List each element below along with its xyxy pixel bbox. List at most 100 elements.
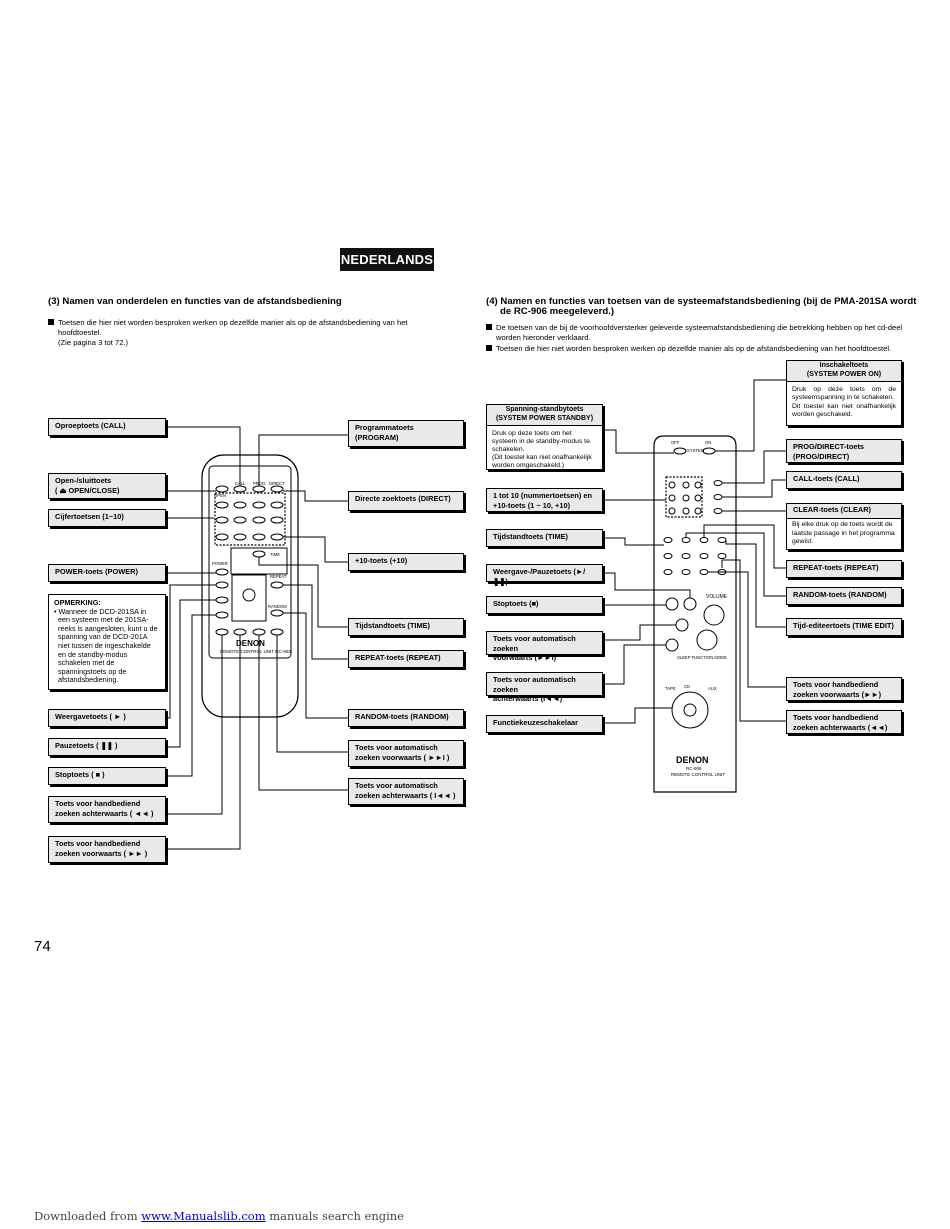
remote2-key-off: OFF (671, 440, 680, 445)
remote1-repeat-button (270, 581, 284, 589)
label-standby: Spanning-standbytoets (SYSTEM POWER STAN… (486, 404, 603, 426)
label-pause: Pauzetoets ( ❚❚ ) (48, 738, 166, 756)
remote2-stop-button (665, 597, 679, 611)
bullet-icon (486, 345, 492, 351)
remote2-key-tape: TAPE (665, 686, 676, 691)
label-random-rc906: RANDOM-toets (RANDOM) (786, 587, 902, 605)
remote1-outer-body (201, 454, 299, 718)
remote1-rewind-button (215, 628, 229, 636)
remote2-digit-button (694, 481, 702, 489)
function-selector-dial (671, 691, 709, 729)
language-tab: NEDERLANDS (340, 248, 434, 271)
remote2-key-volume: VOLUME (706, 594, 728, 600)
label-time-rc906: Tijdstandtoets (TIME) (486, 529, 603, 547)
right-note-2-text: Toetsen die hier niet worden besproken w… (496, 344, 892, 353)
bullet-icon (48, 319, 54, 325)
label-play: Weergavetoets ( ► ) (48, 709, 166, 727)
label-system-power-on: Inschakeltoets (SYSTEM POWER ON) (786, 360, 902, 382)
remote1-ff-button (233, 628, 247, 636)
remote2-button (663, 553, 673, 559)
left-note-line2: (Zie pagina 3 tot 72.) (58, 338, 129, 347)
label-number-keys: Cijfertoetsen (1~10) (48, 509, 166, 527)
remote1-key-prog: PROG (253, 481, 265, 486)
label-auto-back: Toets voor automatisch zoeken achterwaar… (348, 778, 464, 805)
footer-prefix: Downloaded from (34, 1209, 142, 1223)
remote1-digit-button (252, 533, 266, 541)
label-repeat: REPEAT-toets (REPEAT) (348, 650, 464, 668)
remote1-inner-panel (208, 465, 292, 659)
remote1-key-open: OPEN (214, 493, 226, 498)
label-plus10: +10-toets (+10) (348, 553, 464, 571)
remote1-plus10-button (270, 533, 284, 541)
remote1-digit-button (215, 516, 229, 524)
remote1-digit-button (270, 501, 284, 509)
remote1-brand-logo: DENON (236, 639, 265, 648)
remote2-digit-button (682, 507, 690, 515)
remote1-digit-button (233, 501, 247, 509)
remote1-time-area (230, 547, 288, 575)
remote2-key-aux: AUX (708, 686, 717, 691)
remote2-digit-button (682, 494, 690, 502)
remote1-key-random: RANDOM (268, 604, 287, 609)
remote2-digit-button (668, 507, 676, 515)
opmerking-text: • Wanneer de DCD-201SA in een systeem me… (54, 606, 158, 685)
remote1-key-time: TIME (270, 552, 280, 557)
right-note-2: Toetsen die hier niet worden besproken w… (486, 344, 916, 354)
label-call-rc906: CALL-toets (CALL) (786, 471, 902, 489)
remote2-digit-button (682, 481, 690, 489)
label-manual-fwd-rc906: Toets voor handbediend zoeken voorwaarts… (786, 677, 902, 701)
label-manual-back-rc906: Toets voor handbediend zoeken achterwaar… (786, 710, 902, 734)
label-auto-back-rc906: Toets voor automatisch zoeken achterwaar… (486, 672, 603, 703)
remote1-next-button (270, 628, 284, 636)
remote2-key-cd: CD (684, 684, 690, 689)
label-open-close: Open-/sluittoets ( ⏏ OPEN/CLOSE) (48, 473, 166, 499)
remote1-time-button (252, 550, 266, 558)
remote2-digit-button (668, 481, 676, 489)
label-repeat-rc906: REPEAT-toets (REPEAT) (786, 560, 902, 578)
disc-icon (242, 588, 256, 602)
page-number: 74 (34, 938, 51, 955)
remote1-key-call: CALL (235, 481, 246, 486)
label-random: RANDOM-toets (RANDOM) (348, 709, 464, 727)
remote2-on-button (702, 447, 716, 455)
remote2-repeat-button (699, 537, 709, 543)
remote2-auto-back-button (665, 638, 679, 652)
remote1-digit-button (233, 533, 247, 541)
label-clear: CLEAR-toets (CLEAR) (786, 503, 902, 519)
remote2-off-button (673, 447, 687, 455)
remote1-cd-area (231, 574, 267, 622)
remote1-digit-button (270, 516, 284, 524)
remote1-pause-button (215, 596, 229, 604)
remote2-digit-button (694, 507, 702, 515)
label-number-keys-rc906: 1 tot 10 (nummertoetsen) en +10-toets (1… (486, 488, 603, 512)
function-selector-knob (683, 703, 697, 717)
remote2-button (663, 569, 673, 575)
remote1-play-button (215, 581, 229, 589)
remote1-stop-button (215, 611, 229, 619)
remote2-clear-button (713, 508, 723, 514)
label-time-edit: Tijd-editeertoets (TIME EDIT) (786, 618, 902, 636)
opmerking-box: OPMERKING: • Wanneer de DCD-201SA in een… (48, 594, 166, 690)
remote2-time-button (663, 537, 673, 543)
remote2-button (681, 569, 691, 575)
label-function-selector: Functiekeuzeschakelaar (486, 715, 603, 733)
power-on-description: Druk op deze toets om de systeemspanning… (786, 381, 902, 426)
label-time: Tijdstandtoets (TIME) (348, 618, 464, 636)
remote1-digit-area (214, 492, 286, 546)
remote2-button (699, 553, 709, 559)
left-section-title: (3) Namen van onderdelen en functies van… (48, 296, 342, 307)
label-direct: Directe zoektoets (DIRECT) (348, 491, 464, 511)
remote2-model-text: RC-906 (686, 766, 702, 771)
remote2-digit-button (694, 494, 702, 502)
label-power: POWER-toets (POWER) (48, 564, 166, 582)
remote2-digit-button (668, 494, 676, 502)
footer-suffix: manuals search engine (265, 1209, 404, 1223)
remote1-prev-button (252, 628, 266, 636)
label-auto-fwd: Toets voor automatisch zoeken voorwaarts… (348, 740, 464, 767)
remote2-unit-text: REMOTE CONTROL UNIT (671, 772, 725, 777)
manualslib-link[interactable]: www.Manualslib.com (141, 1209, 266, 1223)
clear-description: Bij elke druk op de toets wordt de laats… (786, 518, 902, 550)
remote1-random-button (270, 609, 284, 617)
remote1-direct-button (270, 485, 284, 493)
